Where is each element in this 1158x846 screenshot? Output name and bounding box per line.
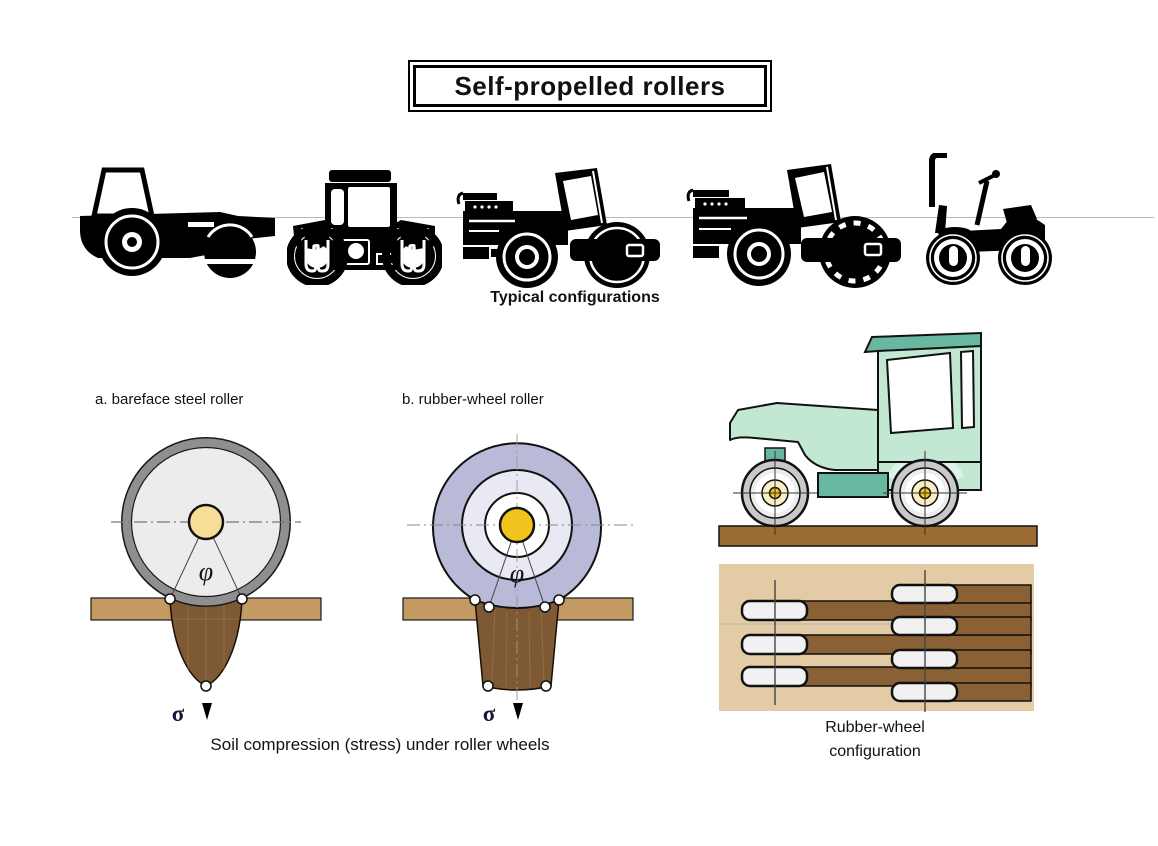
single-sheepsfoot-drum-roller-icon [686, 164, 901, 288]
three-wheel-static-roller-icon [80, 167, 275, 278]
label-wheel-configuration-line1: Rubber-wheel [825, 719, 925, 736]
label-rubber-wheel-roller: b. rubber-wheel roller [402, 391, 544, 408]
rubber-wheel-roller-truck [718, 331, 1038, 547]
rubber-wheel-cross-section: φ σ [402, 434, 635, 725]
side-tank [817, 472, 889, 498]
caption-typical-configurations: Typical configurations [490, 289, 660, 306]
label-wheel-configuration: Rubber-wheel configuration [765, 716, 985, 764]
mini-tandem-roller-icon [926, 153, 1052, 285]
windshield [885, 351, 955, 435]
guide-line [72, 217, 1154, 218]
title-box: Self-propelled rollers [408, 60, 772, 112]
side-window [959, 349, 976, 430]
stress-arrow-icon [202, 703, 212, 720]
label-bareface-steel-roller: a. bareface steel roller [95, 391, 244, 408]
axle-hub [187, 503, 225, 541]
front-wheel [733, 451, 817, 535]
sigma-symbol: σ [483, 701, 496, 725]
tandem-padfoot-roller-icon [287, 170, 442, 285]
caption-soil-compression: Soil compression (stress) under roller w… [210, 735, 550, 754]
phi-symbol: φ [199, 557, 213, 586]
truck-hood [729, 402, 879, 471]
steel-roller-cross-section: φ σ [90, 437, 322, 725]
page-title: Self-propelled rollers [413, 65, 767, 107]
axle-hub [498, 506, 536, 544]
cab-roof [863, 331, 982, 354]
ground [718, 525, 1038, 547]
phi-symbol: φ [510, 559, 524, 588]
sigma-symbol: σ [172, 701, 185, 725]
rear-wheel [883, 451, 967, 535]
wheel-tracks-top-view [719, 564, 1034, 712]
label-wheel-configuration-line2: configuration [829, 743, 921, 760]
wheel-tracks [772, 584, 1032, 702]
single-smooth-drum-roller-icon [456, 168, 660, 288]
stress-arrow-icon [513, 703, 523, 720]
